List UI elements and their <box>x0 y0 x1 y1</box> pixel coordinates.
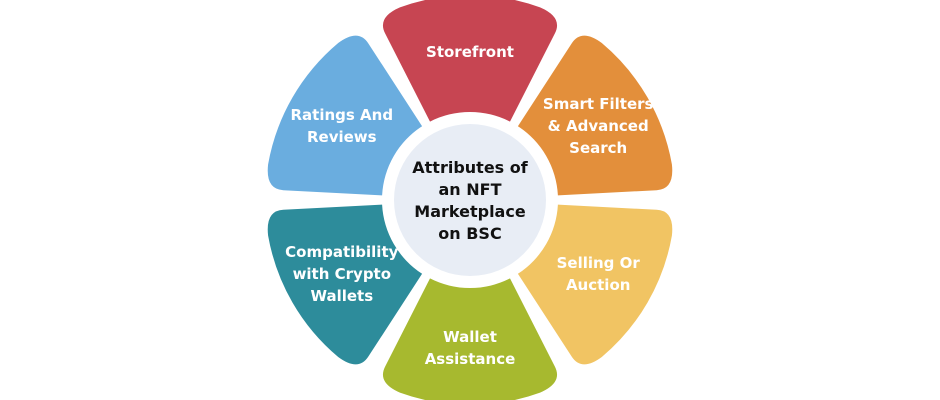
segment-label-line: Compatibility <box>285 243 398 261</box>
segment-storefront: Storefront <box>382 0 558 122</box>
center-title-line: Marketplace <box>414 202 526 221</box>
segment-shape-smart-filters <box>517 35 673 196</box>
segment-label-line: with Crypto <box>293 265 391 283</box>
segment-label-line: Smart Filters <box>543 95 654 113</box>
segment-label-line: Storefront <box>426 43 514 61</box>
segment-label-line: Auction <box>566 276 630 294</box>
segment-label-storefront: Storefront <box>426 43 514 61</box>
segment-shape-compatibility <box>267 204 423 365</box>
center-title: Attributes of an NFT Marketplace on BSC <box>412 158 528 243</box>
segment-label-selling-auction: Selling Or Auction <box>557 254 641 294</box>
segment-label-line: & Advanced <box>548 117 649 135</box>
center-group: Attributes of an NFT Marketplace on BSC <box>384 114 556 286</box>
segment-shape-ratings-reviews <box>267 35 423 196</box>
center-title-line: an NFT <box>439 180 502 199</box>
segment-label-line: Wallets <box>310 287 373 305</box>
segment-label-line: Assistance <box>425 350 516 368</box>
segment-label-line: Wallet <box>443 328 497 346</box>
segment-label-line: Reviews <box>307 128 377 146</box>
segment-shape-selling-auction <box>517 204 673 365</box>
segment-shape-wallet-assistance <box>382 278 558 400</box>
center-title-line: on BSC <box>438 224 501 243</box>
center-circle <box>394 124 546 276</box>
segment-selling-auction: Selling Or Auction <box>517 204 673 365</box>
center-title-line: Attributes of <box>412 158 528 177</box>
segment-label-line: Ratings And <box>291 106 394 124</box>
segment-label-line: Selling Or <box>557 254 641 272</box>
segment-shape-storefront <box>382 0 558 122</box>
segment-label-line: Search <box>569 139 627 157</box>
